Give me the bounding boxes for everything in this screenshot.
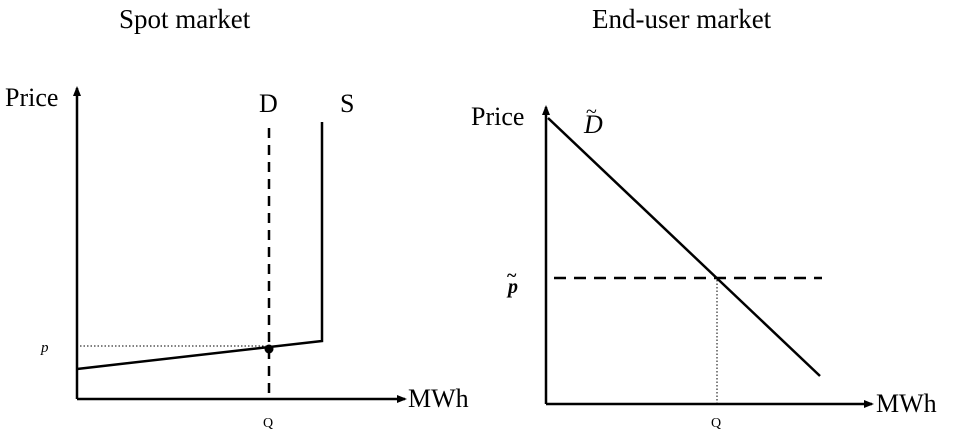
spot-price-label: p bbox=[40, 340, 49, 356]
end-user-quantity-label: Q bbox=[711, 416, 721, 431]
end-user-y-axis-label: Price bbox=[471, 102, 524, 131]
end-user-market-panel: End-user market Price ~ D ~ p Q MWh bbox=[471, 0, 954, 434]
spot-supply-label: S bbox=[340, 89, 354, 118]
end-user-demand-label: D bbox=[583, 110, 603, 139]
spot-supply-curve bbox=[76, 122, 324, 371]
spot-equilibrium-point bbox=[264, 344, 274, 354]
spot-market-panel: Spot market Price D S p Q MWh bbox=[5, 4, 469, 431]
spot-y-axis-label: Price bbox=[5, 83, 58, 112]
end-user-demand-line bbox=[547, 117, 821, 377]
spot-x-axis-label: MWh bbox=[408, 384, 469, 413]
spot-market-title: Spot market bbox=[119, 4, 251, 34]
end-user-market-diagram: Price ~ D ~ p Q MWh bbox=[471, 101, 937, 431]
end-user-x-axis-label: MWh bbox=[876, 389, 937, 418]
spot-market-diagram: Price D S p Q MWh bbox=[5, 83, 469, 431]
end-user-price-accent: ~ bbox=[507, 265, 517, 285]
spot-demand-label: D bbox=[259, 89, 278, 118]
end-user-price-label: p bbox=[506, 276, 518, 298]
end-user-demand-accent: ~ bbox=[586, 101, 597, 123]
end-user-market-title: End-user market bbox=[592, 4, 772, 34]
spot-quantity-label: Q bbox=[263, 416, 273, 431]
